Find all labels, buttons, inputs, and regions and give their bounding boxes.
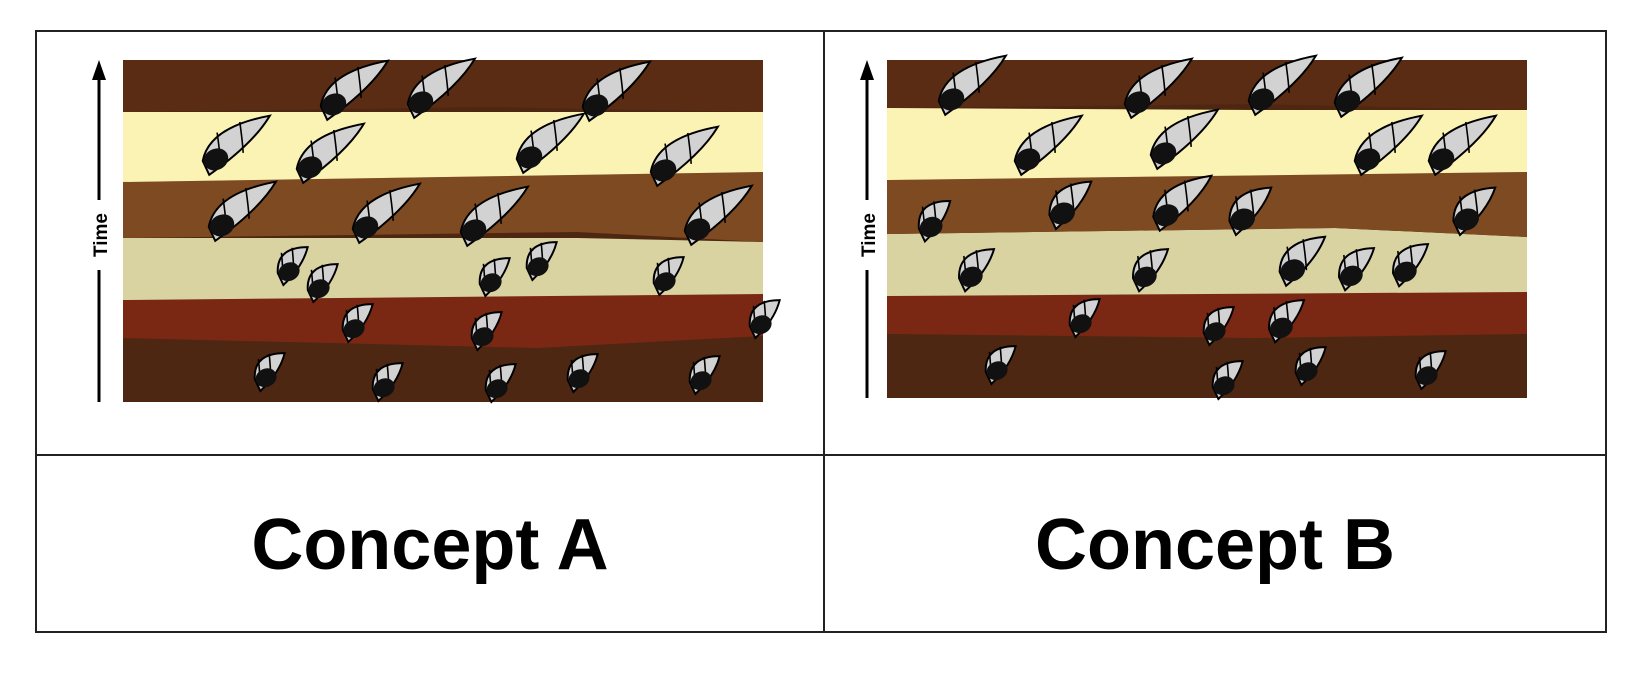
shell-icon <box>1333 56 1404 119</box>
shell-icon <box>688 355 721 396</box>
shell-icon <box>1048 180 1093 231</box>
stratum-cream <box>123 112 763 182</box>
time-axis-label: Time <box>859 213 880 257</box>
shell-icon <box>1294 346 1327 387</box>
shell-icon <box>1211 360 1244 401</box>
shell-icon <box>1427 114 1498 177</box>
shell-icon <box>351 182 422 245</box>
shell-icon <box>958 248 996 293</box>
shell-icon <box>917 199 952 244</box>
shell-icon <box>515 112 586 175</box>
stratum-rust <box>123 294 763 348</box>
shell-icon <box>201 114 272 177</box>
row-divider <box>37 454 1605 456</box>
shell-icon <box>1353 114 1424 177</box>
shell-icon <box>371 362 404 403</box>
shell-icon <box>1068 298 1101 339</box>
shell-icon <box>306 263 339 304</box>
shell-icon <box>1278 235 1327 288</box>
shell-icon <box>1247 54 1318 117</box>
stratum-sand <box>887 228 1527 296</box>
shell-icon <box>652 256 685 297</box>
shell-icon <box>207 180 278 243</box>
shell-icon <box>319 59 390 122</box>
shell-icon <box>253 352 286 393</box>
shell-icon <box>1149 108 1220 171</box>
shell-icon <box>484 363 517 404</box>
concept-b-caption: Concept B <box>1035 504 1395 585</box>
time-axis: Time <box>91 60 112 402</box>
stratum-medium-brown <box>887 172 1527 237</box>
stratum-medium-brown <box>123 172 763 242</box>
shell-icon <box>1338 247 1376 292</box>
concept-b-strata-diagram: Time <box>859 54 1527 401</box>
shell-icon <box>649 125 720 188</box>
shell-icon <box>1452 186 1497 237</box>
shell-icon <box>1152 174 1214 233</box>
shell-icon <box>470 311 503 352</box>
shell-icon <box>525 241 558 282</box>
strata <box>887 60 1527 398</box>
shell-icon <box>683 184 754 247</box>
time-arrow-icon <box>92 60 106 80</box>
fossil-shells <box>917 54 1498 401</box>
shell-icon <box>1132 248 1170 293</box>
time-axis: Time <box>859 60 880 398</box>
shell-icon <box>276 246 309 287</box>
shell-icon <box>478 257 511 298</box>
shell-icon <box>984 345 1017 386</box>
shell-icon <box>566 353 599 394</box>
comparison-table: Time Time Concept A Concep <box>35 30 1607 633</box>
time-axis-label: Time <box>91 213 112 257</box>
shell-icon <box>748 299 781 340</box>
shell-icon <box>295 122 366 185</box>
shell-icon <box>1123 57 1194 120</box>
column-divider <box>823 32 825 631</box>
shell-icon <box>341 303 374 344</box>
shell-icon <box>581 60 652 123</box>
shell-icon <box>1268 299 1306 344</box>
shell-icon <box>406 57 477 120</box>
shell-icon <box>1392 243 1430 288</box>
concept-a-strata-diagram: Time <box>91 57 781 404</box>
shell-icon <box>1013 114 1084 177</box>
shell-icon <box>1414 350 1447 391</box>
fossil-shells <box>201 57 781 404</box>
shell-icon <box>1228 186 1273 237</box>
time-arrow-icon <box>860 60 874 80</box>
shell-icon <box>1202 306 1235 347</box>
shell-icon <box>937 54 1008 117</box>
concept-a-caption: Concept A <box>251 504 609 585</box>
shell-icon <box>459 185 530 248</box>
